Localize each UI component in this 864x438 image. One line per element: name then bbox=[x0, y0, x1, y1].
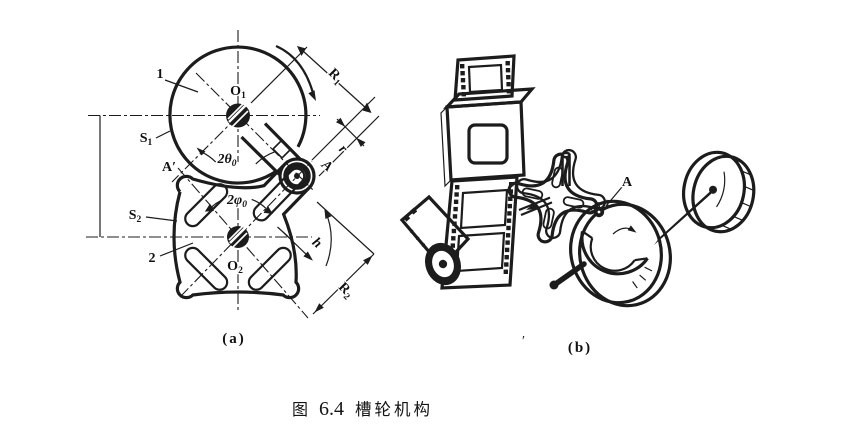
geneva-schematic-diagram: 1 O1 S1 A′ 2θ0 2φ0 S2 2 O2 R1 r A h R2 (… bbox=[86, 30, 380, 348]
caption-part-a: (a) bbox=[222, 331, 246, 347]
caption-fig-word: 图 bbox=[292, 402, 309, 419]
film-gate bbox=[440, 87, 536, 188]
label-h: h bbox=[309, 235, 325, 252]
pin-a-leader bbox=[605, 186, 623, 207]
crank-pin bbox=[554, 261, 587, 286]
star-wheel bbox=[507, 148, 607, 244]
label-part2: 2 bbox=[149, 251, 156, 266]
label-a-prime: A′ bbox=[162, 160, 176, 175]
geneva-pictorial-drawing: A (b) bbox=[399, 54, 756, 357]
scan-artifact-tick: ′ bbox=[522, 334, 526, 349]
sprocket-drum bbox=[424, 242, 462, 286]
label-s1: S1 bbox=[140, 131, 153, 148]
shaft-hub-o2 bbox=[227, 225, 249, 248]
label-pin-a: A bbox=[622, 175, 633, 190]
label-o1: O1 bbox=[230, 84, 246, 101]
driver-rotation-arrow bbox=[275, 44, 315, 94]
caption-title: 槽轮机构 bbox=[355, 400, 434, 419]
shaft-hub-o1 bbox=[226, 102, 250, 128]
label-s2: S2 bbox=[129, 208, 142, 225]
geneva-wheel-outline bbox=[172, 164, 311, 300]
driver-disc bbox=[549, 199, 672, 308]
flywheel bbox=[682, 150, 756, 234]
upright-pin bbox=[561, 151, 571, 186]
driver-disc-circle bbox=[168, 45, 308, 185]
roller-pin bbox=[278, 157, 316, 195]
label-o2: O2 bbox=[227, 259, 243, 276]
caption-fig-number: 6.4 bbox=[319, 398, 345, 420]
right-angle-mark bbox=[271, 138, 293, 160]
flywheel-shaft bbox=[654, 186, 716, 245]
caption-part-b: (b) bbox=[568, 340, 592, 356]
label-r2: R2 bbox=[334, 280, 357, 303]
label-leaders bbox=[145, 79, 199, 257]
label-r-small: r bbox=[335, 142, 350, 157]
dimension-arrowheads bbox=[196, 46, 373, 313]
figure-caption: 图 6.4 槽轮机构 bbox=[292, 396, 433, 421]
label-2phi0: 2φ0 bbox=[226, 193, 247, 210]
label-r1: R1 bbox=[324, 66, 347, 89]
label-2theta0: 2θ0 bbox=[216, 152, 236, 169]
geneva-wheel-slots bbox=[184, 167, 306, 291]
label-part1: 1 bbox=[157, 67, 164, 82]
label-a-point: A bbox=[318, 157, 336, 175]
